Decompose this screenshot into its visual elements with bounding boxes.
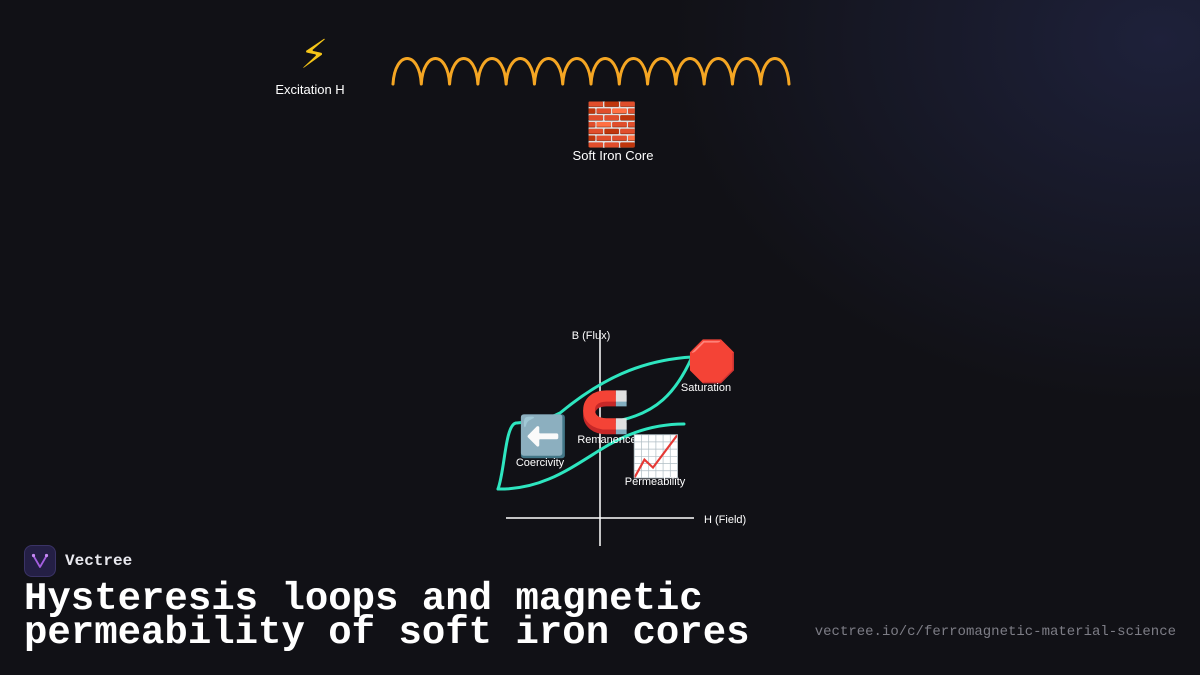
excitation-label: Excitation H xyxy=(275,82,344,97)
vectree-logo-icon xyxy=(24,545,56,577)
source-url[interactable]: vectree.io/c/ferromagnetic-material-scie… xyxy=(814,624,1176,640)
magnet-icon: 🧲 xyxy=(580,389,630,436)
permeability-label: Permeability xyxy=(625,476,686,488)
chart-increasing-icon: 📈 xyxy=(631,433,681,480)
lightning-icon: ⚡ xyxy=(300,32,328,78)
page-title: Hysteresis loops and magnetic permeabili… xyxy=(24,577,750,655)
h-axis-label: H (Field) xyxy=(704,514,746,526)
remanence-label: Remanence xyxy=(577,434,636,446)
brick-icon: 🧱 xyxy=(586,100,638,149)
saturation-label: Saturation xyxy=(681,382,731,394)
loop-lower-branch xyxy=(496,422,686,491)
stop-sign-icon: 🛑 xyxy=(687,338,737,385)
b-axis-label: B (Flux) xyxy=(572,330,611,342)
coil-winding xyxy=(391,57,791,86)
left-arrow-icon: ⬅️ xyxy=(518,413,568,460)
loop-upper-branch xyxy=(496,355,694,491)
brand[interactable]: Vectree xyxy=(24,544,132,578)
brand-name: Vectree xyxy=(65,552,133,570)
loop-return-branch xyxy=(620,355,694,422)
coercivity-label: Coercivity xyxy=(516,457,565,469)
core-label: Soft Iron Core xyxy=(573,148,654,163)
